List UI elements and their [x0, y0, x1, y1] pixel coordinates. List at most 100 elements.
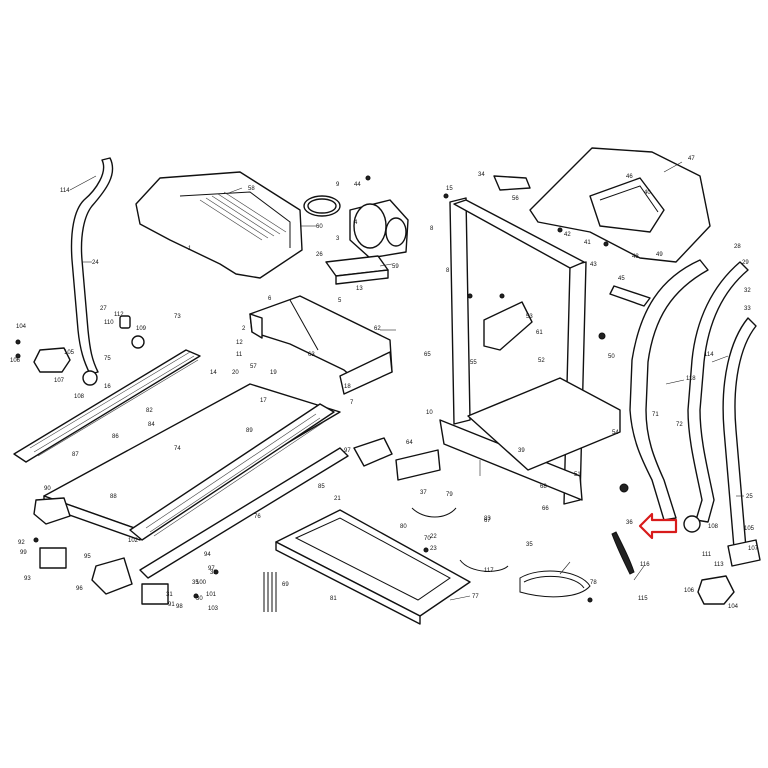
left-side-rail: [13, 349, 201, 463]
upright-frame: [439, 197, 621, 505]
callout-75-left: 75: [104, 356, 111, 362]
callout-8: 8: [430, 226, 434, 232]
callout-115: 115: [638, 596, 648, 602]
callout-7: 7: [350, 400, 354, 406]
callout-4: 4: [354, 220, 358, 226]
callout-22: 22: [430, 534, 437, 540]
callout-55: 55: [470, 360, 477, 366]
callout-30: 30: [196, 596, 203, 602]
base-pan: [275, 509, 471, 625]
callout-17: 17: [260, 398, 267, 404]
walking-deck: [43, 383, 341, 541]
callout-86: 86: [112, 434, 119, 440]
right-side-rail: [129, 403, 335, 541]
callout-58: 58: [248, 186, 255, 192]
callout-35-second: 35: [526, 542, 533, 548]
callout-65: 65: [424, 352, 431, 358]
callout-19: 19: [270, 370, 277, 376]
callout-105-right: 105: [744, 526, 755, 532]
callout-112-left: 112: [114, 312, 124, 318]
leveler-strips: [263, 572, 277, 612]
callout-94: 94: [204, 552, 211, 558]
callout-76: 76: [254, 514, 261, 520]
callout-40: 40: [644, 190, 651, 196]
callout-105-left: 105: [64, 350, 75, 356]
callout-52: 52: [538, 358, 545, 364]
callout-23: 23: [430, 546, 437, 552]
callout-114-left: 114: [60, 188, 70, 194]
callout-34: 34: [478, 172, 485, 178]
callout-31: 31: [166, 592, 173, 598]
callout-5: 5: [338, 298, 342, 304]
callout-96: 96: [76, 586, 83, 592]
drive-belt: [303, 195, 341, 217]
callout-6: 6: [268, 296, 272, 302]
callout-10: 10: [426, 410, 433, 416]
callout-60: 60: [316, 224, 323, 230]
callout-67: 67: [484, 518, 491, 524]
callout-77: 77: [472, 594, 479, 600]
callout-54: 54: [612, 430, 619, 436]
callout-61: 61: [536, 330, 543, 336]
upright-trim: [611, 531, 635, 575]
callout-3: 3: [336, 236, 340, 242]
callout-116: 116: [640, 562, 650, 568]
callout-107-left: 107: [54, 378, 65, 384]
callout-12: 12: [236, 340, 243, 346]
leader-lines: [69, 161, 744, 601]
callout-106-left: 106: [10, 358, 21, 364]
callout-81: 81: [330, 596, 337, 602]
callout-118: 118: [686, 376, 696, 382]
right-rail-hatching: [145, 413, 325, 537]
callout-32: 32: [744, 288, 751, 294]
highlight-arrow[interactable]: [638, 512, 678, 540]
callout-59: 59: [392, 264, 399, 270]
callout-15: 15: [446, 186, 453, 192]
callout-73: 73: [174, 314, 181, 320]
callout-83: 83: [484, 516, 491, 522]
callout-21: 21: [334, 496, 341, 502]
callout-labels: 114 24 104 27 112 110 109 105 106 107 10…: [10, 156, 759, 612]
main-frame: [249, 295, 393, 395]
callout-111: 111: [702, 552, 712, 558]
left-handrail-bracket: [33, 315, 145, 386]
callout-74: 74: [174, 446, 181, 452]
incline-motor: [353, 437, 441, 481]
callout-69: 69: [282, 582, 289, 588]
callout-100: 100: [196, 580, 207, 586]
callout-72: 72: [676, 422, 683, 428]
callout-84: 84: [148, 422, 155, 428]
console-handle-right: [609, 285, 651, 307]
callout-99: 99: [20, 550, 27, 556]
callout-66: 66: [542, 506, 549, 512]
callout-8-second: 8: [446, 268, 450, 274]
callout-41: 41: [584, 240, 591, 246]
callout-107-right: 107: [748, 546, 759, 552]
callout-2: 2: [242, 326, 246, 332]
callout-113: 113: [714, 562, 724, 568]
callout-44: 44: [354, 182, 361, 188]
callout-106-right: 106: [684, 588, 695, 594]
callout-28: 28: [734, 244, 741, 250]
callout-38: 38: [210, 570, 217, 576]
console-handle-left: [493, 175, 531, 191]
callout-45: 45: [618, 276, 625, 282]
wire-harness-coil: [519, 570, 591, 598]
callout-109-left: 109: [136, 326, 147, 332]
callout-50: 50: [608, 354, 615, 360]
callout-36: 36: [626, 520, 633, 526]
callout-95: 95: [84, 554, 91, 560]
callout-33: 33: [744, 306, 751, 312]
callout-49: 49: [656, 252, 663, 258]
wire-harness-small: [411, 507, 509, 572]
callout-37: 37: [420, 490, 427, 496]
callout-35: 35: [192, 580, 199, 586]
callout-18: 18: [344, 384, 351, 390]
lower-side-rail: [139, 447, 349, 579]
callout-70: 70: [424, 536, 431, 542]
callout-108-left: 108: [74, 394, 85, 400]
callout-102: 102: [128, 538, 139, 544]
drive-motor: [349, 199, 409, 259]
callout-85: 85: [318, 484, 325, 490]
